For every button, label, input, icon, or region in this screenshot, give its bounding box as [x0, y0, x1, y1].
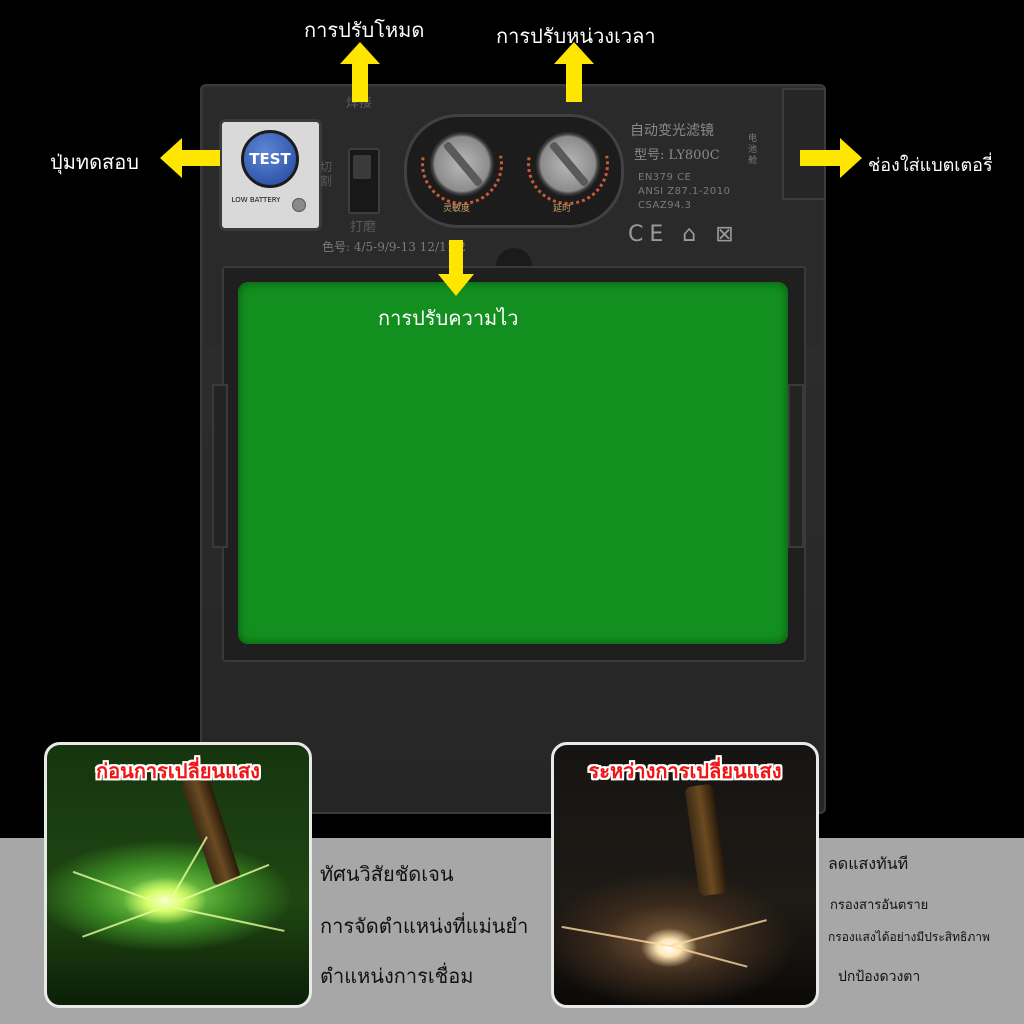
- before-feature-3: ตำแหน่งการเชื่อม: [320, 964, 474, 988]
- low-battery-label: LOW BATTERY: [231, 196, 281, 204]
- spark: [72, 870, 168, 907]
- spark: [669, 919, 767, 947]
- cert-line-3: CSAZ94.3: [638, 200, 692, 211]
- certification-marks: CE ⌂ ⊠: [628, 222, 740, 247]
- battery-cn-label: 电池舱: [748, 134, 758, 166]
- model-number: 型号: LY800C: [634, 148, 720, 163]
- delay-adjust-label: การปรับหน่วงเวลา: [496, 24, 656, 48]
- spark: [82, 905, 168, 938]
- arrow-left-icon: [160, 138, 220, 178]
- mode-cut-label: 切割: [320, 160, 333, 188]
- delay-dial[interactable]: [527, 129, 609, 205]
- control-panel: TEST LOW BATTERY 焊接 切割 打磨 灵敏度 延时 自动变光滤镜 …: [204, 88, 826, 346]
- product-name-cn: 自动变光滤镜: [630, 123, 714, 139]
- welding-torch: [180, 773, 242, 887]
- test-button-housing: TEST LOW BATTERY: [219, 119, 322, 231]
- before-darkening-photo: ก่อนการเปลี่ยนแสง: [44, 742, 312, 1008]
- right-side-clip: [788, 384, 804, 548]
- battery-slot-label: ช่องใส่แบตเตอรี่: [868, 155, 993, 176]
- during-feature-1: ลดแสงทันที: [828, 854, 909, 873]
- shade-number-label: 色号: 4/5-9/9-13 12/11/2: [322, 240, 466, 254]
- during-feature-2: กรองสารอันตราย: [830, 898, 929, 913]
- dial-housing: 灵敏度 延时: [404, 114, 624, 228]
- battery-slot[interactable]: 电池舱: [748, 88, 826, 200]
- delay-cn-label: 延时: [553, 204, 572, 214]
- welding-torch: [684, 783, 728, 897]
- mode-grind-label: 打磨: [350, 220, 377, 235]
- lens-lock-tab: [496, 248, 532, 268]
- test-button-label: ปุ่มทดสอบ: [50, 150, 139, 174]
- lens-frame: [222, 266, 806, 662]
- sensitivity-adjust-label: การปรับความไว: [378, 306, 519, 330]
- test-button[interactable]: TEST: [241, 130, 299, 188]
- mode-switch[interactable]: [348, 148, 380, 214]
- spark: [669, 945, 748, 968]
- left-side-clip: [212, 384, 228, 548]
- arrow-up-icon: [340, 42, 380, 102]
- cert-line-1: EN379 CE: [638, 172, 692, 183]
- sensitivity-cn-label: 灵敏度: [443, 204, 471, 214]
- green-lens: [238, 282, 788, 644]
- arrow-up-icon: [554, 42, 594, 102]
- during-darkening-photo: ระหว่างการเปลี่ยนแสง: [551, 742, 819, 1008]
- during-feature-3: กรองแสงได้อย่างมีประสิทธิภาพ: [828, 930, 990, 944]
- sensitivity-dial[interactable]: [421, 129, 503, 205]
- before-darkening-title: ก่อนการเปลี่ยนแสง: [96, 759, 260, 783]
- before-feature-2: การจัดตำแหน่งที่แม่นยำ: [320, 914, 529, 938]
- auto-darkening-filter: TEST LOW BATTERY 焊接 切割 打磨 灵敏度 延时 自动变光滤镜 …: [200, 84, 826, 814]
- before-feature-1: ทัศนวิสัยชัดเจน: [320, 862, 454, 886]
- cert-line-2: ANSI Z87.1-2010: [638, 186, 731, 197]
- arrow-right-icon: [800, 138, 862, 178]
- during-feature-4: ปกป้องดวงตา: [838, 969, 921, 985]
- low-battery-led: [292, 198, 306, 212]
- mode-switch-knob[interactable]: [353, 155, 371, 179]
- mode-adjust-label: การปรับโหมด: [304, 18, 425, 42]
- spark: [561, 925, 671, 947]
- arrow-down-icon: [438, 240, 474, 296]
- spark: [166, 905, 285, 932]
- during-darkening-title: ระหว่างการเปลี่ยนแสง: [588, 759, 782, 783]
